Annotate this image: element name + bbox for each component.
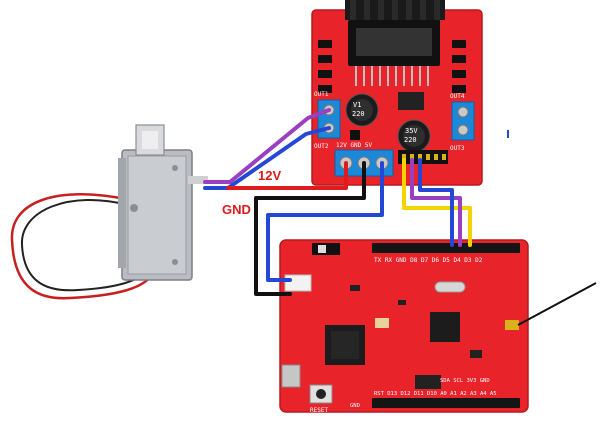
svg-text:220: 220 bbox=[352, 110, 365, 118]
svg-text:35V: 35V bbox=[405, 127, 418, 135]
terminal-out-left bbox=[317, 99, 341, 139]
gnd-bottom-label: GND bbox=[350, 403, 360, 409]
svg-text:V1: V1 bbox=[353, 101, 361, 109]
svg-text:220: 220 bbox=[404, 136, 417, 144]
capacitor: V1 220 bbox=[345, 93, 379, 127]
out2-label: OUT2 bbox=[314, 143, 329, 150]
out3-label: OUT3 bbox=[450, 145, 465, 152]
label-12v: 12V bbox=[258, 168, 281, 183]
wires bbox=[203, 108, 472, 296]
reset-label: RESET bbox=[310, 407, 328, 414]
terminal-out-right bbox=[451, 101, 475, 141]
solenoid-lock bbox=[10, 124, 208, 300]
controller-board: TX RX GND D8 D7 D6 D5 D4 D3 D2 RESET bbox=[279, 239, 597, 414]
mcu-chip bbox=[325, 325, 365, 365]
motor-driver-board: V1 220 35V 220 OUT1 OUT2 OUT4 OUT3 bbox=[311, 0, 483, 186]
out1-label: OUT1 bbox=[314, 91, 329, 98]
reset-button-graphic bbox=[309, 384, 333, 404]
header-top-label: TX RX GND D8 D7 D6 D5 D4 D3 D2 bbox=[374, 257, 483, 264]
usb-chip bbox=[430, 312, 460, 342]
label-gnd: GND bbox=[222, 202, 251, 217]
power-terminal-label: 12V GND 5V bbox=[336, 142, 373, 149]
bottom-header-label: RST D13 D12 D11 D10 A0 A1 A2 A3 A4 A5 bbox=[374, 391, 497, 397]
i2c-label: SDA SCL 3V3 GND bbox=[440, 378, 490, 384]
out4-label: OUT4 bbox=[450, 93, 465, 100]
capacitor: 35V 220 bbox=[397, 119, 431, 153]
